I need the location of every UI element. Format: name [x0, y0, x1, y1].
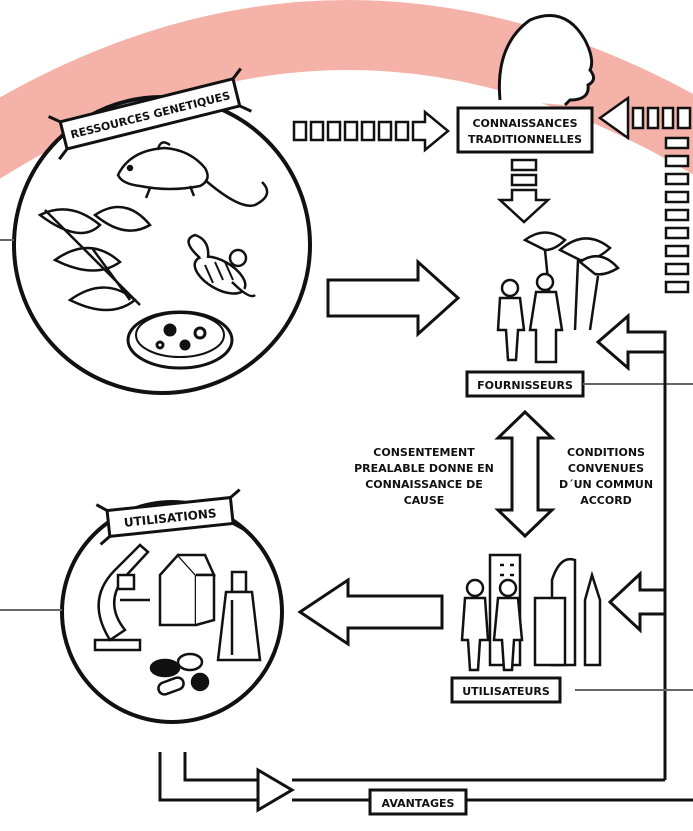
consent-text: CONSENTEMENT PREALABLE DONNE EN CONNAISS…: [354, 446, 494, 507]
providers-label: FOURNISSEURS: [477, 379, 573, 392]
arrow-into-providers: [595, 312, 667, 780]
dashed-arrow-down: [496, 158, 552, 224]
arrow-to-providers: [326, 258, 461, 338]
consent-line-1: CONSENTEMENT: [373, 446, 475, 459]
spray-bottle-icon: [216, 570, 262, 662]
leaf-icon: [37, 205, 152, 312]
microscope-icon: [93, 543, 150, 652]
benefits-label: AVANTAGES: [382, 797, 455, 810]
terms-line-2: CONVENUES: [568, 462, 644, 475]
petri-dish-icon: [126, 310, 234, 370]
benefits-box: AVANTAGES: [368, 788, 468, 816]
terms-text: CONDITIONS CONVENUES D´UN COMMUN ACCORD: [559, 446, 653, 507]
head-icon: [497, 14, 595, 107]
double-arrow: [494, 409, 556, 539]
pills-icon: [149, 652, 210, 696]
providers-box: FOURNISSEURS: [465, 370, 693, 398]
users-box: UTILISATEURS: [450, 676, 693, 704]
consent-line-3: CONNAISSANCE DE: [365, 478, 483, 491]
consent-line-4: CAUSE: [404, 494, 445, 507]
mouse-icon: [116, 141, 269, 207]
benefits-loop: [158, 752, 693, 813]
uses-group: UTILISATIONS: [0, 488, 284, 724]
terms-line-1: CONDITIONS: [567, 446, 645, 459]
consent-line-2: PREALABLE DONNE EN: [354, 462, 494, 475]
providers-illustration: [496, 231, 620, 364]
dashed-arrow-to-knowledge: [292, 109, 450, 153]
arrow-to-uses: [297, 577, 444, 647]
uses-banner: UTILISATIONS: [95, 488, 245, 546]
traditional-knowledge-line1: CONNAISSANCES: [472, 117, 577, 130]
traditional-knowledge-box: CONNAISSANCES TRADITIONNELLES: [456, 106, 594, 154]
traditional-knowledge-line2: TRADITIONNELLES: [468, 133, 582, 146]
genetic-resources-group: RESSOURCES GENETIQUES: [0, 67, 312, 395]
users-illustration: [460, 553, 602, 672]
dashed-feedback-right: [597, 95, 692, 294]
carton-icon: [158, 553, 216, 627]
decorative-arc: [0, 0, 693, 179]
arrow-into-users: [607, 570, 667, 634]
terms-line-4: ACCORD: [580, 494, 632, 507]
terms-line-3: D´UN COMMUN: [559, 478, 653, 491]
bee-icon: [187, 233, 256, 298]
users-label: UTILISATEURS: [462, 685, 550, 698]
